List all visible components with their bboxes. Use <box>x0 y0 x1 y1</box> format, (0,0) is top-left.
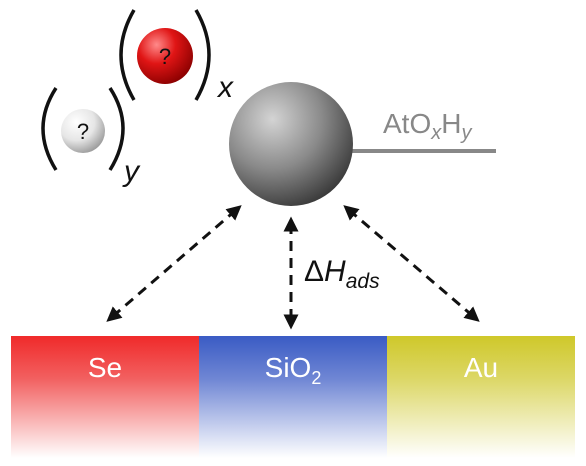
substrate-sio2-block <box>199 336 387 458</box>
molecule-label: AtOxHy <box>383 108 472 144</box>
right-paren-y <box>108 87 125 171</box>
molecule-group: AtOxHy <box>229 82 496 206</box>
red-sphere-icon <box>137 28 193 84</box>
left-paren-x <box>119 9 136 101</box>
enthalpy-subscript: ads <box>346 270 380 293</box>
left-paren-y <box>41 87 58 171</box>
adsorption-enthalpy-label: ΔHads <box>304 255 380 293</box>
white-sphere-question-mark: ? <box>77 119 89 144</box>
molecule-label-sub-1: x <box>430 122 442 144</box>
red-sphere-question-mark: ? <box>159 44 171 69</box>
molecule-label-part-1: AtO <box>383 108 431 139</box>
subscript-x: x <box>216 71 234 104</box>
substrate-au-block <box>387 336 575 458</box>
substrate-sio2-subscript: 2 <box>311 368 321 388</box>
gray-sphere-icon <box>229 82 353 206</box>
substrate-au-text: Au <box>464 352 498 383</box>
arrow-to-au <box>343 205 480 322</box>
arrow-to-se <box>106 205 242 322</box>
white-sphere-icon <box>61 109 105 153</box>
substrate-se-label: Se <box>88 352 122 383</box>
substrate-se-block <box>11 336 199 458</box>
unknown-species-x-group: ? x <box>119 9 234 104</box>
substrate-au-label: Au <box>464 352 498 383</box>
enthalpy-symbol: H <box>324 255 346 288</box>
unknown-species-y-group: ? y <box>41 87 141 188</box>
subscript-y: y <box>122 155 141 188</box>
adsorption-arrows <box>106 205 480 330</box>
molecule-label-sub-2: y <box>459 122 472 144</box>
substrate-sio2-label: SiO2 <box>265 352 322 388</box>
substrate-sio2-text: SiO <box>265 352 312 383</box>
substrates: Se SiO2 Au <box>11 336 575 458</box>
substrate-se-text: Se <box>88 352 122 383</box>
molecule-label-part-2: H <box>441 108 461 139</box>
right-paren-x <box>194 9 211 101</box>
delta-symbol: Δ <box>304 255 324 288</box>
